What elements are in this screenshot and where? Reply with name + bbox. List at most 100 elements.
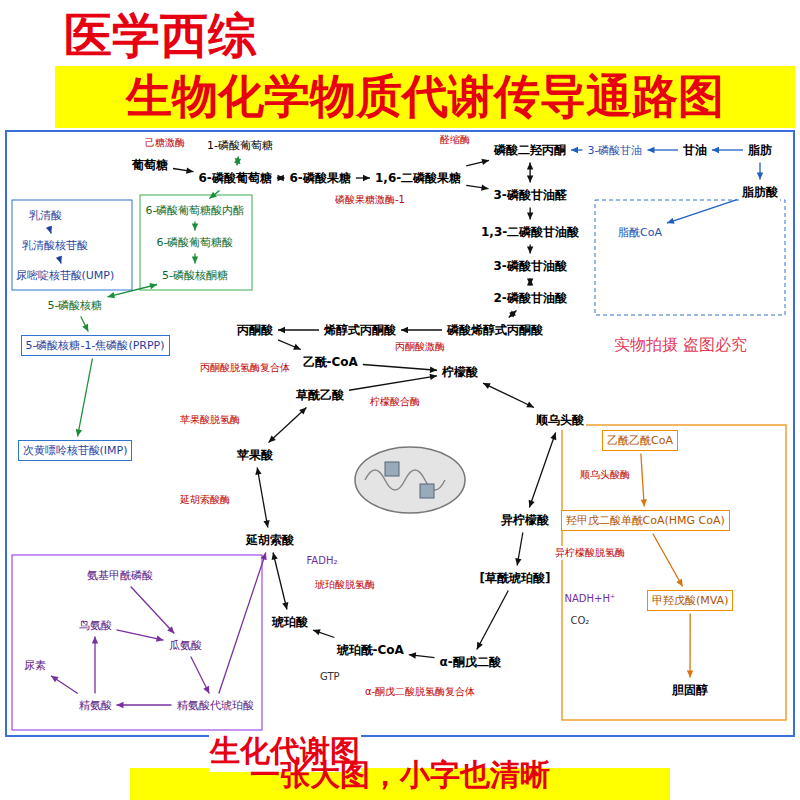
reaction-arrow <box>278 340 301 350</box>
reaction-arrow <box>401 327 442 333</box>
metabolite-name: 柠檬酸 <box>442 364 478 381</box>
reaction-arrow <box>219 553 267 694</box>
reaction-arrow <box>234 157 241 166</box>
arrow-head <box>209 192 216 199</box>
arrow-head <box>56 256 62 264</box>
connector-line <box>94 637 95 694</box>
reaction-arrow <box>667 200 737 224</box>
connector-line <box>78 359 93 437</box>
connector-line <box>667 200 737 223</box>
enzyme-label: 延胡索酸酶 <box>179 493 231 507</box>
reaction-arrow <box>477 591 509 650</box>
reaction-arrow <box>117 702 172 708</box>
reaction-arrow <box>272 553 289 610</box>
metabolite-node: 6-磷酸果糖 <box>288 169 353 188</box>
arrow-head <box>203 686 209 694</box>
metabolite-node: 磷酸烯醇式丙酮酸 <box>445 321 545 340</box>
metabolite-name: 甲羟戊酸(MVA) <box>652 593 728 608</box>
arrow-head <box>277 175 284 181</box>
arrow-head <box>477 642 483 650</box>
arrow-head <box>647 147 654 153</box>
reaction-arrow <box>192 222 198 231</box>
arrow-head <box>676 579 682 587</box>
metabolite-name: 瓜氨酸 <box>169 638 202 653</box>
metabolite-name: 乙酰-CoA <box>303 354 358 371</box>
metabolite-node: 5-磷酸核糖-1-焦磷酸(PRPP) <box>21 335 170 356</box>
metabolite-node: 6-磷酸葡萄糖酸内酯 <box>144 202 247 219</box>
reaction-arrow <box>192 254 198 264</box>
title-band <box>55 66 795 128</box>
reaction-arrow <box>81 317 89 332</box>
connector-line <box>117 630 164 640</box>
connector-line <box>477 591 509 650</box>
mitochondrion-figure <box>355 447 465 513</box>
reaction-arrow <box>527 245 533 254</box>
enzyme-label: GTP <box>319 671 341 682</box>
reaction-arrow <box>653 534 683 587</box>
metabolite-node: 烯醇式丙酮酸 <box>322 321 398 340</box>
metabolite-node: 1,6-二磷酸果糖 <box>373 169 463 188</box>
metabolite-node: 异柠檬酸 <box>499 511 551 530</box>
metabolite-name: 氨基甲酰磷酸 <box>87 568 153 583</box>
metabolite-name: 1,3-二磷酸甘油酸 <box>481 224 579 241</box>
connector-line <box>131 587 175 634</box>
metabolite-name: 磷酸二羟丙酮 <box>494 142 566 159</box>
connector-line <box>483 383 534 407</box>
enzyme-label: 琥珀酸脱氢酶 <box>314 578 376 592</box>
metabolite-name: 6-磷酸葡萄糖酸内酯 <box>146 203 245 218</box>
metabolite-node: 琥珀酰-CoA <box>335 641 406 660</box>
arrow-head <box>51 676 59 683</box>
metabolite-node: 脂酰CoA <box>616 224 664 241</box>
metabolite-node: 尿嘧啶核苷酸(UMP) <box>14 267 117 284</box>
metabolite-node: 氨基甲酰磷酸 <box>85 567 155 584</box>
metabolite-node: 乳清酸核苷酸 <box>20 237 90 254</box>
arrow-head <box>527 246 533 253</box>
metabolite-name: 尿素 <box>24 658 46 673</box>
lipid-region <box>595 200 785 315</box>
metabolite-name: 1,6-二磷酸果糖 <box>375 170 461 187</box>
arrow-head <box>550 433 556 441</box>
reaction-arrow <box>56 256 62 264</box>
metabolite-name: 延胡索酸 <box>246 532 294 549</box>
arrow-head <box>269 435 276 442</box>
metabolite-name: 胆固醇 <box>672 682 708 699</box>
reaction-arrow <box>527 163 533 183</box>
metabolite-name: 脂肪酸 <box>742 184 778 201</box>
arrow-head <box>687 670 693 677</box>
connector-line <box>653 534 683 587</box>
metabolite-name: 5-磷酸核酮糖 <box>162 268 228 283</box>
connector-line <box>689 614 690 678</box>
arrow-head <box>401 327 408 333</box>
arrow-head <box>409 652 416 658</box>
banner-text: 一张大图，小字也清晰 <box>249 755 551 796</box>
metabolite-name: 5-磷酸核糖 <box>48 298 103 313</box>
metabolite-node: 1-磷酸葡萄糖 <box>205 137 275 154</box>
metabolite-node: 甘油 <box>681 141 709 160</box>
metabolite-node: 乙酰-CoA <box>301 353 360 372</box>
reaction-arrow <box>277 175 285 181</box>
connector-line <box>219 553 266 694</box>
metabolite-node: 1,3-二磷酸甘油酸 <box>479 223 581 242</box>
arrow-head <box>527 175 533 182</box>
enzyme-label: 丙酮酸激酶 <box>394 340 446 354</box>
metabolite-name: 3-磷酸甘油醛 <box>494 187 567 204</box>
reaction-arrow <box>92 637 98 694</box>
banner-text: 医学西综 <box>63 4 257 68</box>
reaction-arrow <box>527 279 533 286</box>
connector-line <box>81 317 89 332</box>
metabolite-node: 丙酮酸 <box>235 321 275 340</box>
arrow-head <box>527 163 533 170</box>
metabolite-name: 葡萄糖 <box>132 157 168 174</box>
arrow-head <box>515 558 521 565</box>
arrow-head <box>76 429 82 436</box>
arrow-head <box>117 702 124 708</box>
metabolite-name: 6-磷酸葡萄糖 <box>199 170 272 187</box>
nucleotide-region <box>12 200 132 290</box>
arrow-head <box>282 602 288 610</box>
reaction-arrow <box>571 147 583 153</box>
metabolite-name: 羟甲戊二酸单酰CoA(HMG CoA) <box>566 513 725 528</box>
metabolite-node: 柠檬酸 <box>440 363 480 382</box>
metabolite-node: 尿素 <box>22 657 48 674</box>
reaction-arrow <box>313 629 334 637</box>
connector-line <box>257 468 268 528</box>
